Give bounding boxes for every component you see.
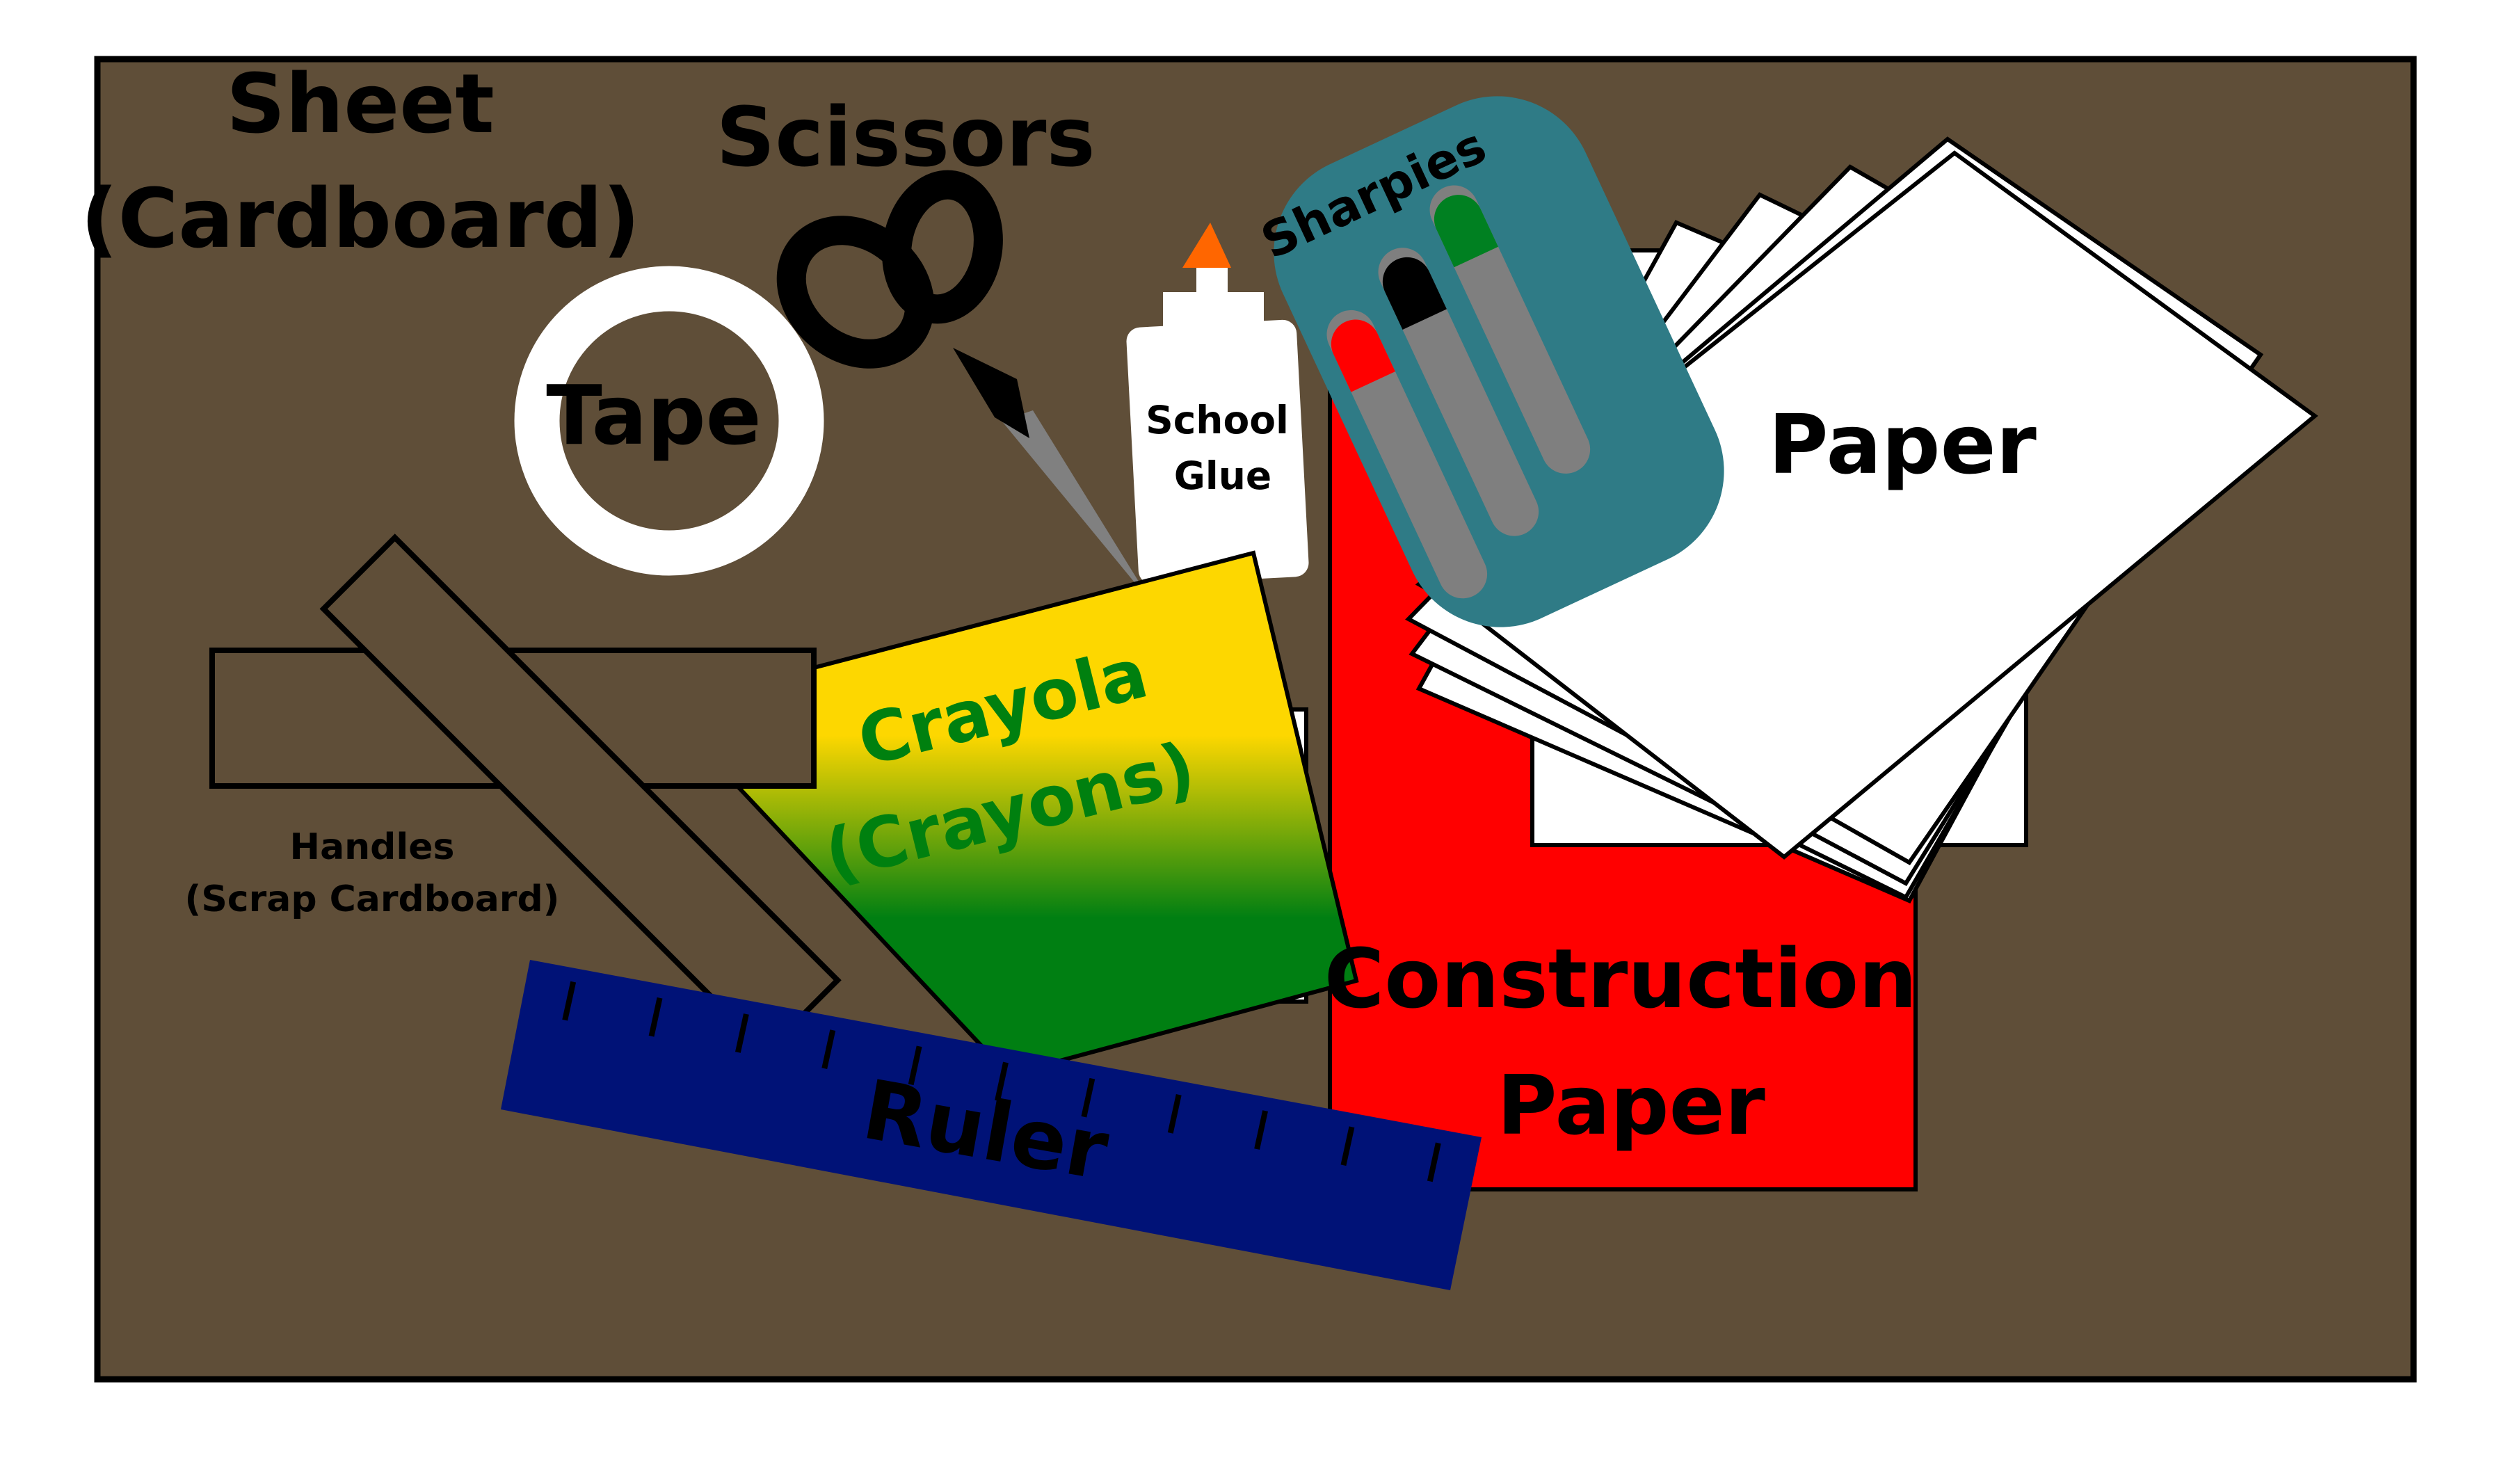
ruler-tick — [908, 1045, 922, 1086]
handles-label-line2: (Scrap Cardboard) — [185, 878, 560, 920]
glue-label-line1: School — [1146, 398, 1289, 442]
ruler-icon — [501, 960, 1482, 1290]
construction-label-line1: Construction — [1324, 931, 1917, 1027]
cardboard-strips-icon — [209, 533, 842, 1056]
crayon-box-icon — [735, 550, 1359, 1077]
ruler-tick — [562, 981, 577, 1021]
ruler-tick — [821, 1029, 836, 1069]
construction-label-line2: Paper — [1497, 1057, 1765, 1153]
ruler-tick — [1254, 1110, 1268, 1150]
handles-label-line1: Handles — [290, 826, 455, 868]
ruler-tick — [1427, 1142, 1441, 1182]
sheet-label-line1: Sheet — [226, 56, 494, 152]
sheet-label-line2: (Cardboard) — [81, 170, 641, 266]
scissors-label: Scissors — [716, 89, 1095, 185]
ruler-tick — [1081, 1077, 1096, 1118]
markers-icon — [1274, 96, 1724, 627]
ruler-tick — [735, 1013, 749, 1053]
ruler-tick — [995, 1061, 1009, 1102]
ruler-tick — [1340, 1126, 1355, 1166]
tape-label: Tape — [546, 367, 761, 463]
ruler-tick — [648, 997, 663, 1037]
scissors-icon — [776, 170, 1153, 605]
glue-bottle-icon — [1126, 223, 1309, 585]
paper-stack-icon — [1405, 136, 2318, 904]
paper-label: Paper — [1768, 396, 2037, 492]
tape-roll-icon — [514, 266, 824, 576]
ruler-ticks — [562, 981, 1441, 1182]
glue-label-line2: Glue — [1174, 453, 1271, 498]
ruler-tick — [1167, 1094, 1182, 1134]
